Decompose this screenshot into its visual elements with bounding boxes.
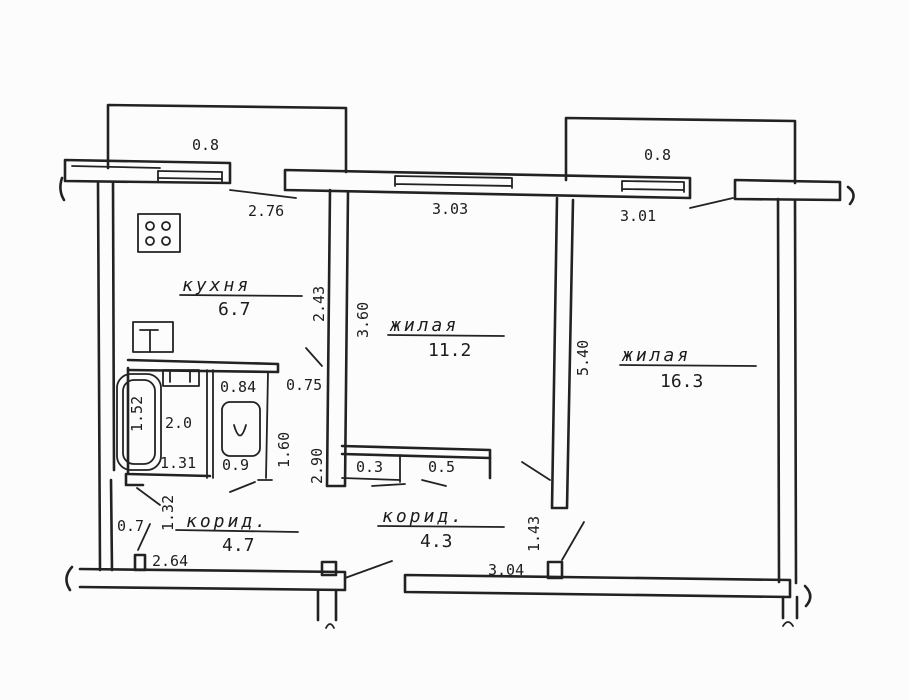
dim-living2-width: 3.01: [620, 207, 656, 225]
dim-balcony-left: 0.8: [192, 136, 219, 154]
dim-wc-depth: 1.60: [275, 432, 293, 468]
dim-corridor-right-depth: 1.43: [525, 516, 543, 552]
washbasin-icon: [162, 369, 200, 387]
room-name-corridor2: корид.: [382, 506, 465, 527]
room-label-living2: жилая 16.3: [619, 345, 757, 392]
dim-corridor-left-width: 2.64: [152, 552, 188, 570]
balcony-left: [106, 103, 348, 174]
exterior-wall-top: [59, 158, 855, 206]
dim-door-075: 0.75: [286, 376, 322, 394]
dim-bath-width: 1.31: [160, 454, 196, 472]
dim-corridor-left-depth: 1.32: [159, 495, 177, 531]
balcony-right: [564, 116, 797, 185]
room-name-living2: жилая: [621, 345, 691, 366]
dimension-labels: 0.8 0.8 2.76 3.03 3.01 2.43 3.60 5.40 1.…: [117, 136, 671, 579]
exterior-wall-bottom: [65, 560, 812, 629]
exterior-wall-right: [776, 197, 798, 585]
dim-bath-area: 2.0: [165, 414, 192, 432]
dim-corridor-right-width: 3.04: [488, 561, 524, 579]
dim-closet-1: 0.3: [356, 458, 383, 476]
dim-living1-width: 3.03: [432, 200, 468, 218]
room-label-corridor2: корид. 4.3: [377, 506, 505, 552]
room-area-kitchen: 6.7: [218, 299, 251, 320]
room-name-living1: жилая: [389, 315, 459, 336]
exterior-wall-left: [96, 181, 116, 572]
dim-bath-depth: 1.52: [128, 396, 146, 432]
room-label-living1: жилая 11.2: [387, 315, 505, 361]
room-area-corridor2: 4.3: [420, 531, 453, 552]
dim-kitchen-width: 2.76: [248, 202, 284, 220]
dim-closet-2: 0.5: [428, 458, 455, 476]
room-label-kitchen: кухня 6.7: [179, 275, 303, 320]
dim-balcony-right: 0.8: [644, 146, 671, 164]
room-label-corridor1: корид. 4.7: [175, 511, 299, 556]
room-area-corridor1: 4.7: [222, 535, 255, 556]
room-name-kitchen: кухня: [182, 275, 251, 296]
dim-corridor-depth-left: 2.90: [308, 448, 326, 484]
dim-kitchen-depth: 2.43: [310, 286, 328, 322]
door-swings: [133, 189, 734, 580]
toilet-icon: [221, 401, 261, 457]
sink-icon: [132, 321, 174, 353]
dim-living2-depth: 5.40: [574, 340, 592, 376]
room-area-living2: 16.3: [660, 371, 703, 392]
bathtub-icon: [116, 373, 162, 471]
partition-walls: [124, 188, 575, 510]
stove-icon: [137, 213, 181, 253]
dim-wc-area: 0.9: [222, 456, 249, 474]
dim-living1-depth: 3.60: [354, 302, 372, 338]
dim-wc-width: 0.84: [220, 378, 256, 396]
dim-entry-07: 0.7: [117, 517, 144, 535]
room-area-living1: 11.2: [428, 340, 471, 361]
room-name-corridor1: корид.: [186, 511, 269, 532]
